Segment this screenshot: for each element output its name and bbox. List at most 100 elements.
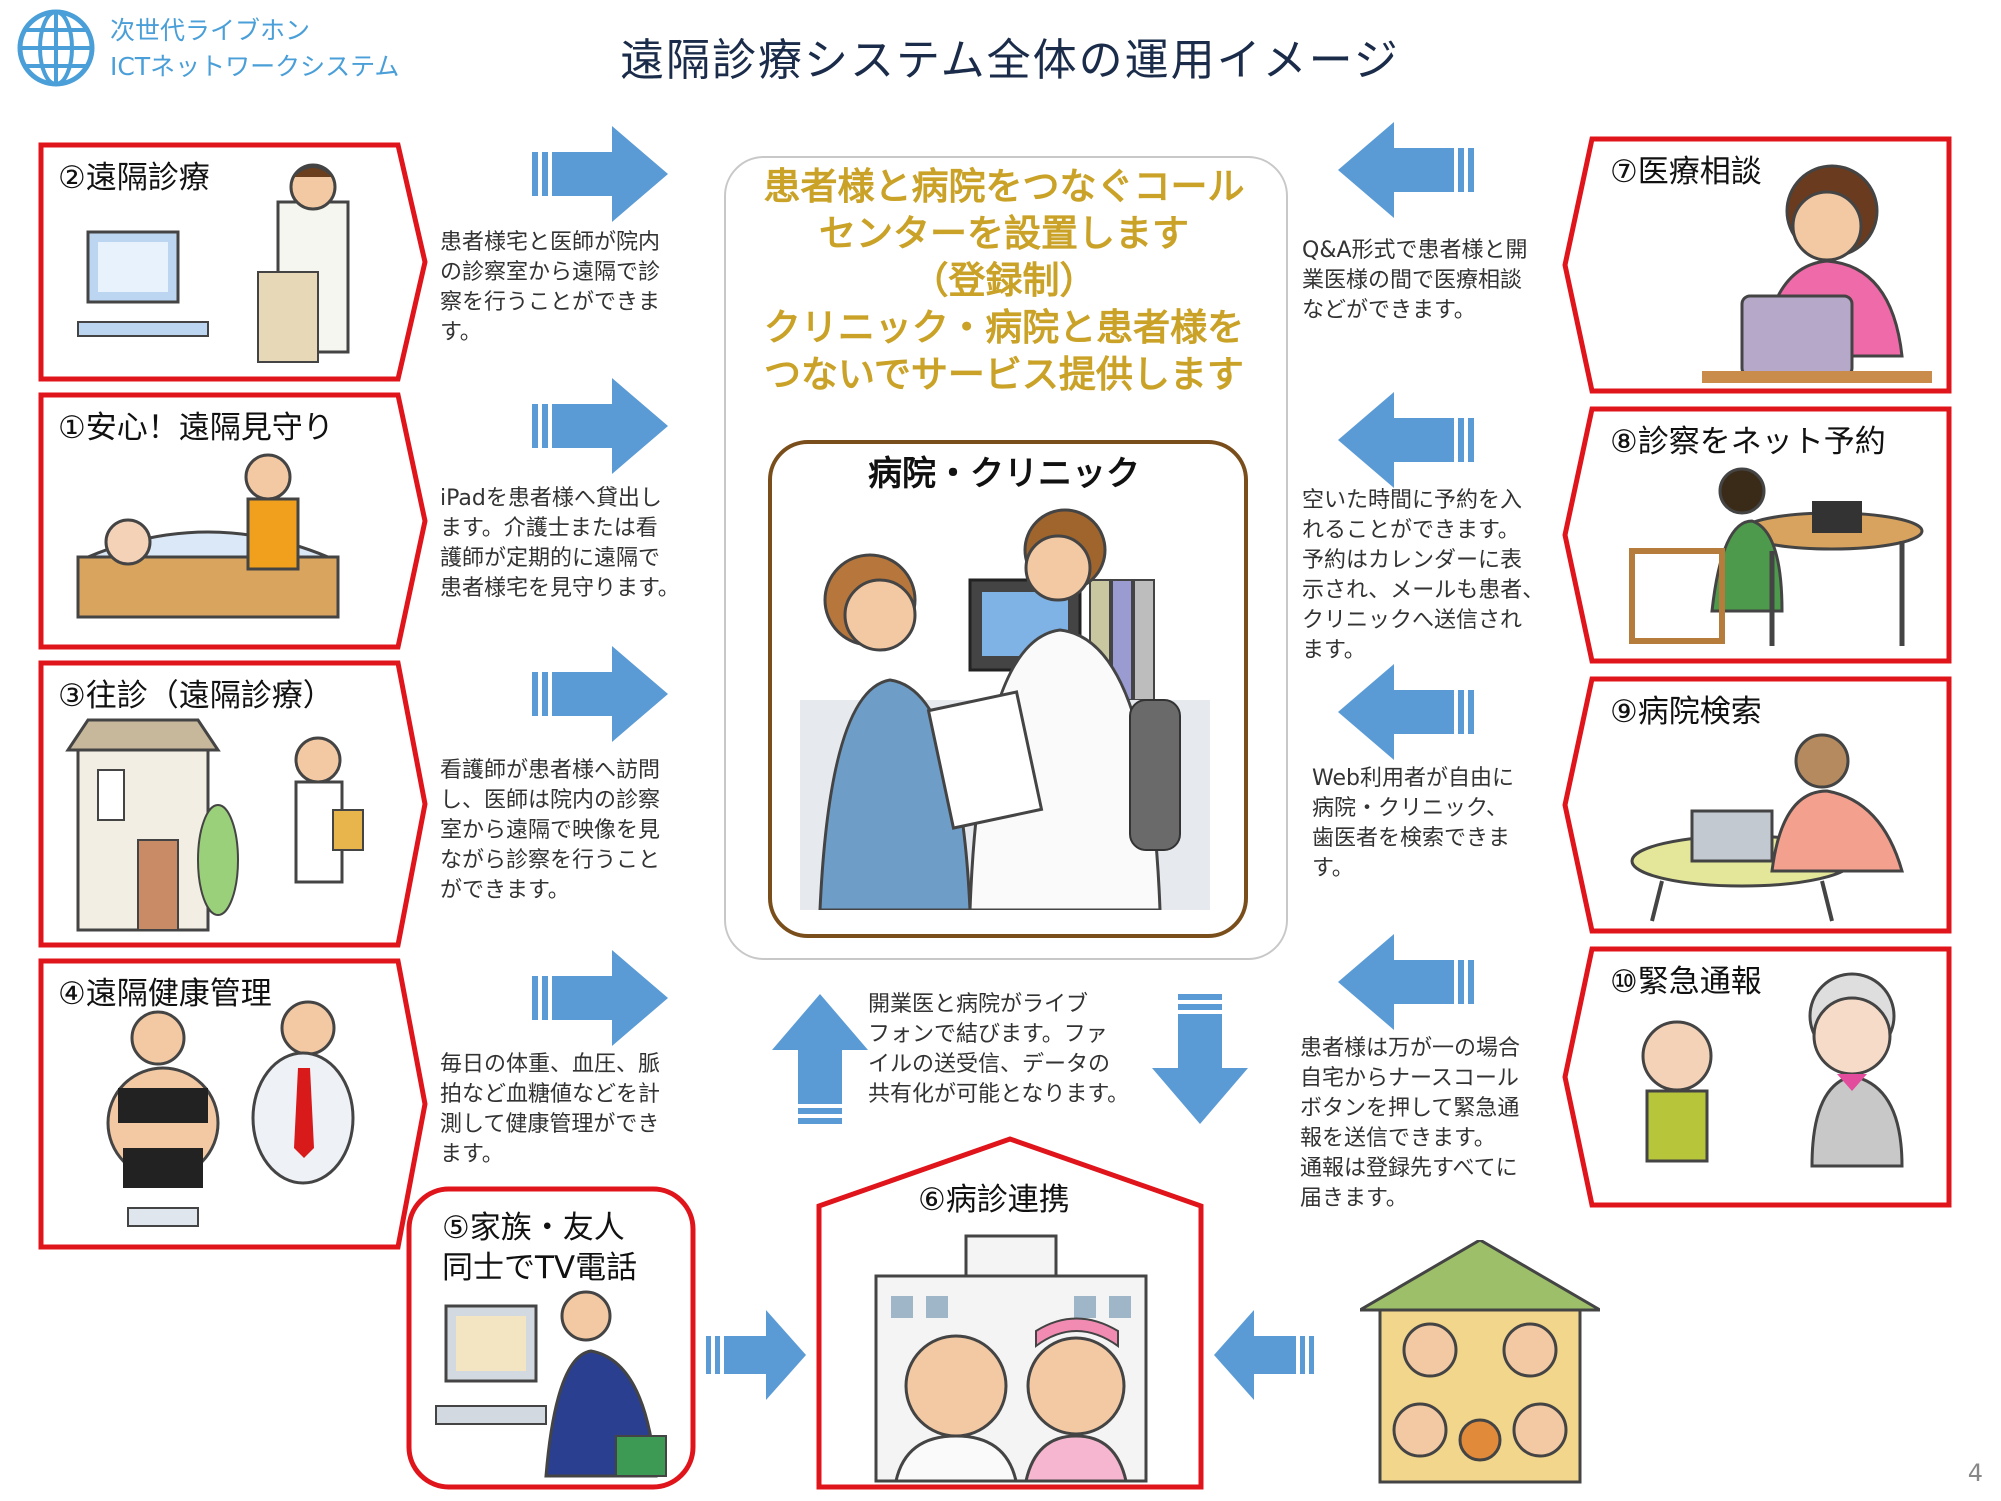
globe-icon [17,9,95,87]
arrow-left-icon [1338,392,1474,488]
desc-line: Web利用者が自由に [1312,766,1514,791]
weight-check-illustration [106,1000,355,1227]
desc-line: 室から遠隔で映像を見 [440,818,661,843]
service-family-tv-call: ⑤家族・友人 同士でTV電話 [406,1186,696,1490]
desc-line: 拍など血糖値などを計 [440,1082,661,1107]
desc-line: 空いた時間に予約を入 [1302,488,1523,513]
desc-emergency-alert: 患者様は万が一の場合 自宅からナースコール ボタンを押して緊急通 報を送信できま… [1300,1034,1520,1214]
logo: 次世代ライブホン ICTネットワークシステム [16,8,456,88]
desc-line: フォンで結びます。ファ [868,1022,1108,1047]
desc-line: 届きます。 [1300,1186,1408,1211]
desc-line: 通報は登録先すべてに [1300,1156,1518,1181]
desc-line: クリニックへ送信され [1302,608,1523,633]
service-label: ④遠隔健康管理 [58,976,272,1012]
desc-line: 業医様の間で医療相談 [1302,268,1523,293]
desc-line: などができます。 [1302,298,1476,323]
heading-line: つないでサービス提供します [764,353,1244,396]
doctor-patient-illustration [800,508,1210,910]
desc-line: イルの送受信、データの [868,1052,1111,1077]
arrow-up-icon [772,994,868,1124]
desc-line: 報を送信できます。 [1300,1126,1496,1151]
desc-line: 測して健康管理ができ [440,1112,660,1137]
page-title: 遠隔診療システム全体の運用イメージ [620,35,1400,86]
service-label: ⑤家族・友人 [442,1210,625,1246]
desc-online-reservation: 空いた時間に予約を入 れることができます。 予約はカレンダーに表 示され、メール… [1302,486,1544,666]
desc-line: の診察室から遠隔で診 [440,260,661,285]
service-home-visit: ③往診（遠隔診療） [38,660,428,948]
service-hospital-search: ⑨病院検索 [1562,676,1952,934]
service-remote-consultation: ②遠隔診療 [38,142,428,382]
desc-line: ます。 [440,1142,504,1167]
desc-line: 毎日の体重、血圧、脈 [440,1052,661,1077]
man-video-call-illustration [435,1290,667,1478]
service-remote-monitoring: ①安心！遠隔見守り [38,392,428,650]
desc-line: す。 [440,320,482,345]
heading-line: （登録制） [911,259,1097,302]
desc-cooperation: 開業医と病院がライブ フォンで結びます。ファ イルの送受信、データの 共有化が可… [868,990,1129,1110]
desc-line: す。 [1312,856,1354,881]
service-medical-consultation: ⑦医療相談 [1562,136,1952,394]
desc-remote-monitoring: iPadを患者様へ貸出し ます。介護士または看 護師が定期的に遠隔で 患者様宅を… [440,484,680,604]
service-label: ⑦医療相談 [1610,154,1762,190]
desc-line: 共有化が可能となります。 [868,1082,1130,1107]
woman-search-illustration [1630,733,1904,922]
arrow-right-icon [532,950,668,1046]
family-house-illustration [1360,1240,1600,1484]
desc-line: れることができます。 [1302,518,1520,543]
elderly-emergency-illustration [1641,972,1904,1168]
service-label: ②遠隔診療 [58,160,210,196]
desc-line: iPadを患者様へ貸出し [440,486,662,511]
arrow-left-icon [1338,664,1474,760]
arrow-right-icon [532,126,668,222]
desc-line: 患者様宅を見守ります。 [440,576,680,601]
service-label: ①安心！遠隔見守り [58,410,334,446]
service-emergency-alert: ⑩緊急通報 [1562,946,1952,1208]
service-label: ⑩緊急通報 [1610,964,1762,1000]
heading-line: 患者様と病院をつなぐコール [763,165,1245,208]
doctor-computer-illustration [77,163,350,363]
desc-line: ながら診察を行うこと [440,848,661,873]
arrow-right-icon [532,646,668,742]
desc-line: ます。 [1302,638,1366,663]
service-health-management: ④遠隔健康管理 [38,958,428,1250]
desc-line: し、医師は院内の診察 [440,788,661,813]
service-online-reservation: ⑧診察をネット予約 [1562,406,1952,664]
service-label: ⑥病診連携 [918,1182,1070,1218]
heading-line: クリニック・病院と患者様を [763,306,1245,349]
woman-desk-illustration [1629,467,1924,646]
service-label: ⑧診察をネット予約 [1610,424,1886,460]
logo-line-2: ICTネットワークシステム [110,52,400,81]
desc-line: 示され、メールも患者、 [1302,578,1545,603]
desc-line: 護師が定期的に遠隔で [440,546,661,571]
arrow-right-icon [532,378,668,474]
desc-line: 予約はカレンダーに表 [1302,548,1523,573]
desc-hospital-search: Web利用者が自由に 病院・クリニック、 歯医者を検索できま す。 [1312,764,1514,884]
call-center-heading: 患者様と病院をつなぐコール センターを設置します （登録制） クリニック・病院と… [724,163,1284,398]
arrow-down-icon [1152,994,1248,1124]
caregiver-bed-illustration [76,453,340,619]
desc-line: 患者様は万が一の場合 [1300,1036,1521,1061]
desc-line: 看護師が患者様へ訪問 [440,758,661,783]
doctor-nurse-hospital-illustration [874,1234,1148,1483]
service-hospital-clinic-cooperation: ⑥病診連携 [816,1136,1204,1490]
desc-line: 病院・クリニック、 [1312,796,1509,821]
service-label: ③往診（遠隔診療） [58,678,334,714]
desc-remote-consultation: 患者様宅と医師が院内 の診察室から遠隔で診 察を行うことができま す。 [440,228,660,348]
woman-laptop-illustration [1702,164,1932,383]
desc-line: 察を行うことができま [440,290,661,315]
arrow-left-icon [1214,1310,1314,1400]
service-label: ⑨病院検索 [1610,694,1762,730]
desc-line: ます。介護士または看 [440,516,658,541]
desc-line: ボタンを押して緊急通 [1300,1096,1520,1121]
page-number: 4 [1967,1459,1983,1487]
desc-line: Q&A形式で患者様と開 [1302,238,1528,263]
arrow-right-icon [706,1310,806,1400]
arrow-left-icon [1338,934,1474,1030]
desc-line: ができます。 [440,878,570,903]
heading-line: センターを設置します [819,212,1189,255]
desc-line: 自宅からナースコール [1300,1066,1519,1091]
desc-medical-consultation: Q&A形式で患者様と開 業医様の間で医療相談 などができます。 [1302,236,1528,326]
service-label: 同士でTV電話 [442,1250,638,1286]
desc-home-visit: 看護師が患者様へ訪問 し、医師は院内の診察 室から遠隔で映像を見 ながら診察を行… [440,756,660,906]
nurse-house-illustration [65,718,364,932]
